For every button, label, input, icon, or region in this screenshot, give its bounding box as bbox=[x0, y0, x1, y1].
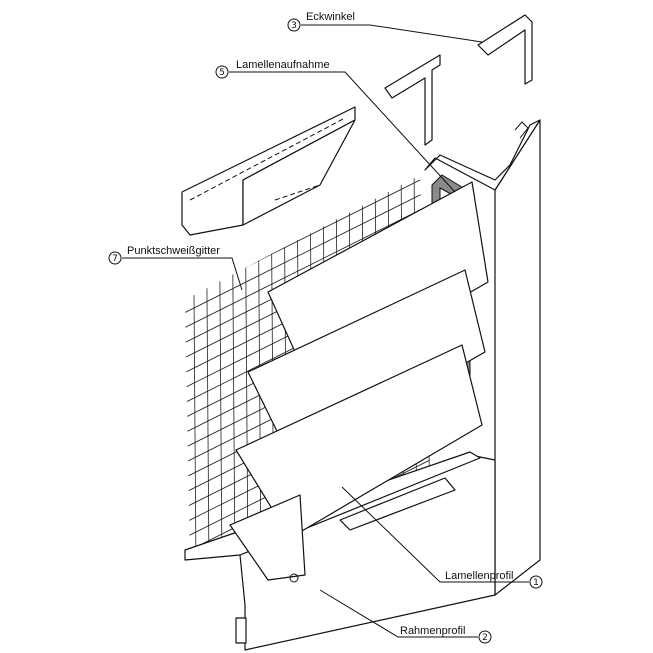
svg-text:Lamellenaufnahme: Lamellenaufnahme bbox=[236, 59, 330, 71]
svg-text:7: 7 bbox=[112, 254, 118, 264]
corner-angle-upper bbox=[384, 54, 441, 146]
svg-text:5: 5 bbox=[219, 68, 225, 78]
svg-text:3: 3 bbox=[291, 21, 297, 31]
mesh-wire bbox=[185, 184, 430, 316]
svg-text:Punktschweißgitter: Punktschweißgitter bbox=[127, 245, 220, 257]
corner-angle-eckwinkel bbox=[477, 14, 533, 85]
slats bbox=[229, 181, 489, 583]
svg-text:Lamellenprofil: Lamellenprofil bbox=[445, 570, 513, 582]
mesh-wire bbox=[185, 199, 430, 331]
label-lamellenaufnahme: 5 Lamellenaufnahme bbox=[215, 59, 330, 79]
top-frame-profile bbox=[181, 106, 356, 236]
svg-text:Eckwinkel: Eckwinkel bbox=[306, 11, 355, 23]
label-eckwinkel: 3 Eckwinkel bbox=[287, 11, 355, 32]
slat bbox=[229, 494, 306, 583]
svg-text:2: 2 bbox=[482, 633, 488, 643]
leader-lines bbox=[122, 24, 529, 638]
svg-text:1: 1 bbox=[533, 578, 539, 588]
label-punktschweissgitter: 7 Punktschweißgitter bbox=[108, 245, 220, 265]
label-lamellenprofil: Lamellenprofil 1 bbox=[445, 570, 543, 589]
svg-text:Rahmenprofil: Rahmenprofil bbox=[400, 625, 465, 637]
label-rahmenprofil: Rahmenprofil 2 bbox=[400, 625, 492, 644]
